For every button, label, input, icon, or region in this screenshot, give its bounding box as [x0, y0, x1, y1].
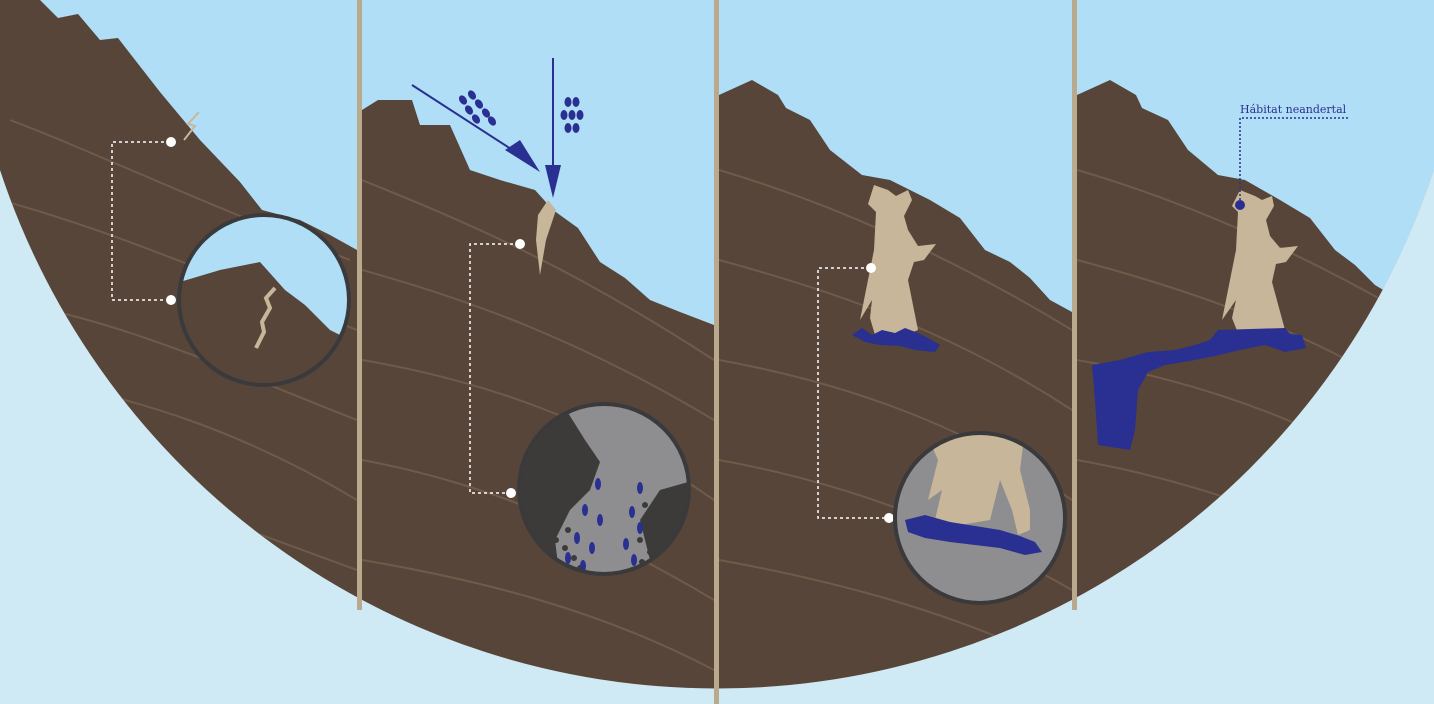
panel-2-leader-dot-bottom [506, 488, 516, 498]
panel-1-crack [0, 0, 360, 704]
panel-3-leader-dot-bottom [884, 513, 894, 523]
panel-3-cave-forming [719, 0, 1072, 704]
divider-1 [357, 0, 362, 610]
panel-4-cave-formed: Hábitat neandertal [1077, 0, 1434, 704]
panel-1-leader-dot-top [166, 137, 176, 147]
habitat-label: Hábitat neandertal [1240, 103, 1347, 116]
divider-2 [714, 0, 719, 704]
divider-3 [1072, 0, 1077, 610]
panel-1-leader-dot-bottom [166, 295, 176, 305]
panel-3-leader-dot-top [866, 263, 876, 273]
panel-2-rain-infiltration [362, 0, 714, 704]
panel-4-habitat-marker [1235, 200, 1245, 210]
panel-2-leader-dot-top [515, 239, 525, 249]
